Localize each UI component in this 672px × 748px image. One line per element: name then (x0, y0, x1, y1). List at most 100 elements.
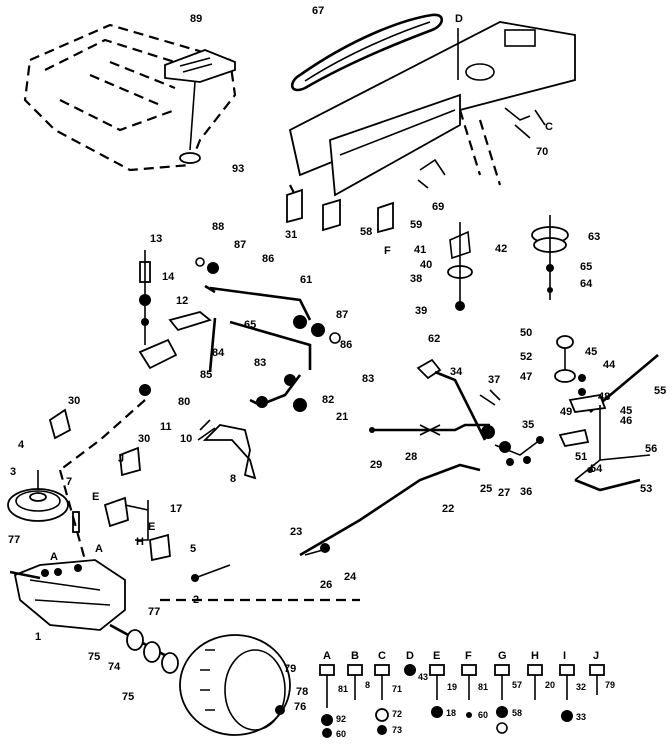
callout-label: 8 (230, 473, 236, 485)
callout-label: E (92, 491, 99, 503)
callout-label: 25 (480, 483, 492, 495)
callout-label: 35 (522, 419, 534, 431)
callout-label: 89 (190, 13, 202, 25)
callout-label: 24 (344, 571, 357, 583)
callout-label: 74 (108, 661, 121, 673)
callout-label: 87 (336, 309, 348, 321)
callout-label: 12 (176, 295, 188, 307)
callout-label: G (498, 650, 507, 662)
callout-label: 58 (512, 708, 522, 718)
callout-label: 47 (520, 371, 532, 383)
callout-label: 54 (590, 463, 603, 475)
callout-label: 52 (520, 351, 532, 363)
callout-label: 65 (580, 261, 592, 273)
callout-label: 43 (418, 672, 428, 682)
callout-label: 30 (68, 395, 80, 407)
seat-part (164, 49, 236, 83)
callout-label: B (351, 650, 359, 662)
callout-label: 71 (392, 684, 402, 694)
lever-arm-part (202, 424, 257, 480)
callout-label: 23 (290, 526, 302, 538)
callout-label: 88 (212, 221, 224, 233)
callout-label: 85 (200, 369, 212, 381)
callout-label: H (136, 536, 144, 548)
callout-label: 30 (138, 433, 150, 445)
callout-label: 78 (296, 686, 308, 698)
callout-label: 77 (8, 534, 20, 546)
callout-label: 67 (312, 5, 324, 17)
callout-label: 75 (122, 691, 134, 703)
callout-label: 10 (180, 433, 192, 445)
callout-label: 41 (414, 244, 426, 256)
callout-label: 14 (162, 271, 175, 283)
callout-label: 80 (178, 396, 190, 408)
callout-label: 70 (536, 146, 548, 158)
callout-label: 36 (520, 486, 532, 498)
hardware-row (319, 664, 605, 738)
callout-label: 46 (620, 415, 632, 427)
callout-label: 53 (640, 483, 652, 495)
callout-label: 57 (512, 680, 522, 690)
callout-label: 32 (576, 682, 586, 692)
callout-label: 39 (415, 305, 427, 317)
cable-part (299, 463, 481, 557)
callout-label: 11 (160, 421, 172, 433)
callout-label: 22 (442, 503, 454, 515)
callout-label: 63 (588, 231, 600, 243)
callout-label: 50 (520, 327, 532, 339)
callout-label: 55 (654, 385, 666, 397)
callout-label: 72 (392, 709, 402, 719)
callout-label: D (455, 13, 463, 25)
callout-label: E (148, 521, 155, 533)
callout-label: A (95, 543, 103, 555)
callout-label: C (378, 650, 386, 662)
callout-label: 38 (410, 273, 422, 285)
callout-label: 81 (478, 682, 488, 692)
callout-label: 45 (585, 346, 597, 358)
callout-label: 65 (244, 319, 256, 331)
callout-label: 75 (88, 651, 100, 663)
callout-label: 93 (232, 163, 244, 175)
callout-label: 92 (336, 714, 346, 724)
callout-label: I (563, 650, 566, 662)
callout-label: 13 (150, 233, 162, 245)
callout-label: 76 (294, 701, 306, 713)
callout-label: 45 (620, 405, 632, 417)
callout-label: 87 (234, 239, 246, 251)
pedal-part (416, 358, 442, 380)
callout-label: D (406, 650, 414, 662)
callout-label: 37 (488, 374, 500, 386)
callout-label: 27 (498, 487, 510, 499)
callout-label: A (323, 650, 331, 662)
callout-label: 86 (340, 339, 352, 351)
callout-label: 20 (545, 680, 555, 690)
callout-label: F (465, 650, 472, 662)
callout-label: 79 (605, 680, 615, 690)
callout-label: 17 (170, 503, 182, 515)
callout-label: 51 (575, 451, 587, 463)
callout-label: 34 (450, 366, 463, 378)
callout-label: 5 (190, 543, 196, 555)
callout-label: 64 (580, 278, 593, 290)
callout-label: A (50, 551, 58, 563)
callout-label: 77 (148, 606, 160, 618)
callout-label: 60 (478, 710, 488, 720)
callout-label: 58 (360, 226, 372, 238)
callout-label: E (433, 650, 440, 662)
callout-label: 33 (576, 712, 586, 722)
callout-labels: 89 67 D 70 C 93 69 31 58 F 59 13 88 87 8… (8, 5, 666, 739)
callout-label: 31 (285, 229, 297, 241)
callout-label: 1 (35, 631, 41, 643)
callout-label: 3 (10, 466, 16, 478)
callout-label: 19 (447, 682, 457, 692)
callout-label: 4 (18, 439, 25, 451)
callout-label: 7 (66, 476, 72, 488)
callout-label: 61 (300, 274, 312, 286)
washer-part (179, 152, 201, 164)
callout-label: 49 (560, 406, 572, 418)
callout-label: 44 (603, 359, 616, 371)
callout-label: 18 (446, 708, 456, 718)
callout-label: 48 (598, 391, 610, 403)
callout-label: 56 (645, 443, 657, 455)
